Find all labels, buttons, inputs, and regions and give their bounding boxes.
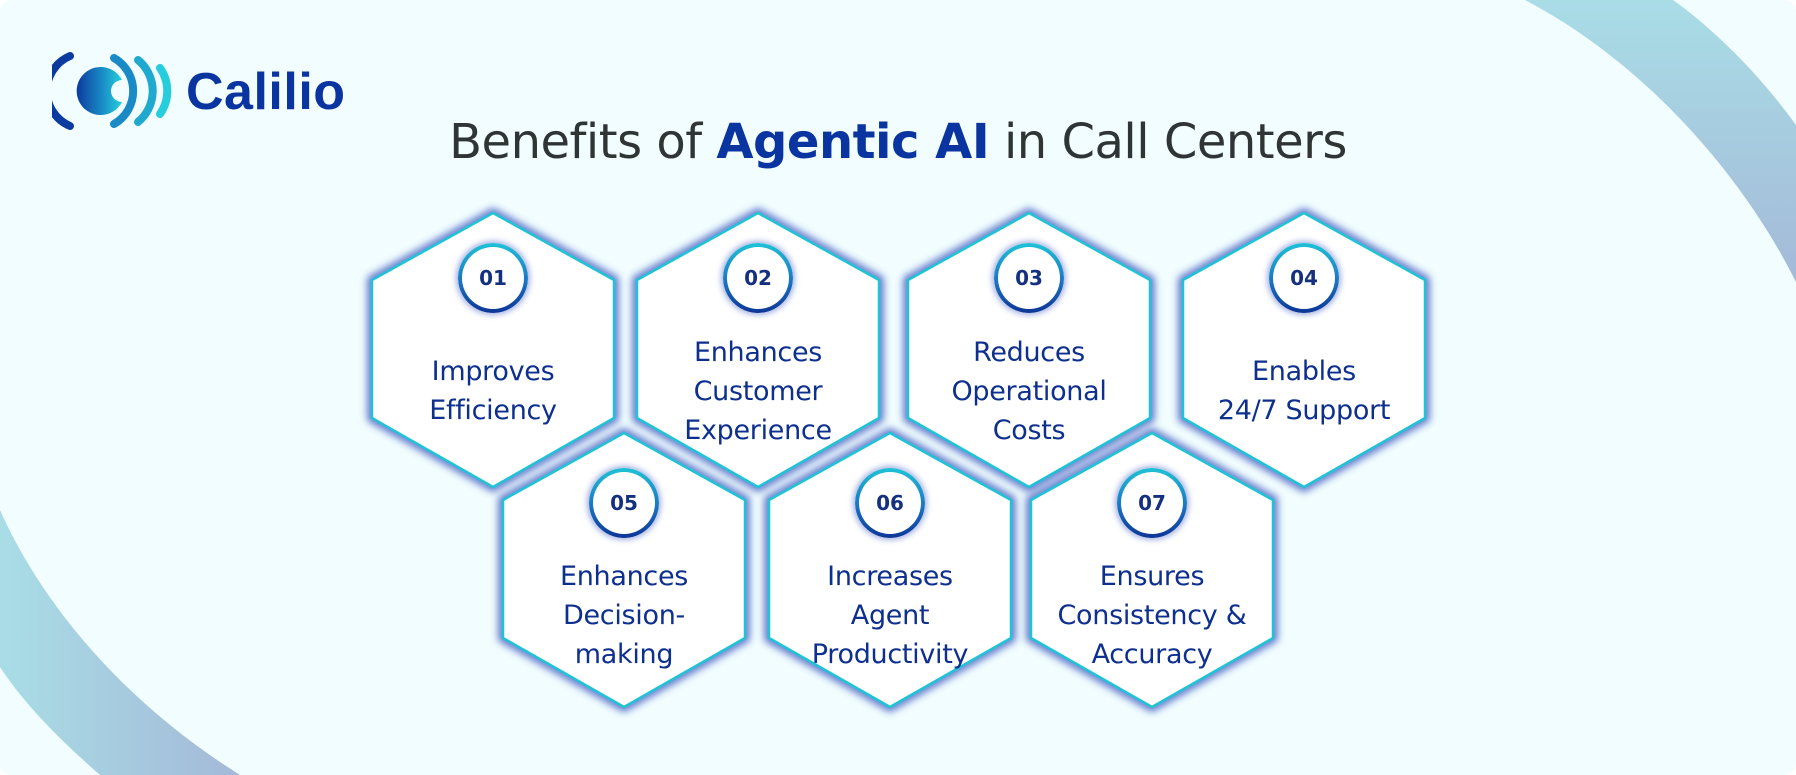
benefit-label: Improves Efficiency xyxy=(429,356,557,426)
benefit-card-04: 04 Enables 24/7 Support xyxy=(1178,207,1430,493)
brand-name: Calilio xyxy=(186,63,346,121)
number-badge: 06 xyxy=(855,468,925,538)
page-title: Benefits of Agentic AI in Call Centers xyxy=(0,112,1796,172)
benefit-number: 02 xyxy=(744,266,772,290)
number-badge: 03 xyxy=(994,243,1064,313)
title-highlight: Agentic AI xyxy=(716,114,990,170)
number-badge: 04 xyxy=(1269,243,1339,313)
benefit-number: 03 xyxy=(1015,266,1043,290)
hexagon-shape xyxy=(764,427,1016,713)
title-prefix: Benefits of xyxy=(449,114,717,170)
benefit-label: Reduces Operational Costs xyxy=(951,336,1107,446)
benefit-number: 05 xyxy=(610,491,638,515)
hexagon-shape xyxy=(1178,207,1430,493)
hexagon-shape xyxy=(632,207,884,493)
hexagon-shape xyxy=(903,207,1155,493)
benefit-label: Enhances Decision- making xyxy=(559,560,689,670)
benefit-card-05: 05 Enhances Decision- making xyxy=(498,427,750,713)
benefit-label: Enables 24/7 Support xyxy=(1217,356,1391,426)
number-badge: 07 xyxy=(1117,468,1187,538)
benefit-card-06: 06 Increases Agent Productivity xyxy=(764,427,1016,713)
calilio-logo-icon xyxy=(52,52,172,130)
benefit-card-02: 02 Enhances Customer Experience xyxy=(632,207,884,493)
benefit-card-07: 07 Ensures Consistency & Accuracy xyxy=(1026,427,1278,713)
hexagon-shape xyxy=(367,207,619,493)
title-suffix: in Call Centers xyxy=(989,114,1347,170)
hexagon-shape xyxy=(498,427,750,713)
benefit-number: 04 xyxy=(1290,266,1318,290)
benefit-label: Enhances Customer Experience xyxy=(684,336,832,446)
benefit-number: 06 xyxy=(876,491,904,515)
benefit-card-01: 01 Improves Efficiency xyxy=(367,207,619,493)
benefit-card-03: 03 Reduces Operational Costs xyxy=(903,207,1155,493)
benefit-label: Increases Agent Productivity xyxy=(811,560,969,670)
number-badge: 05 xyxy=(589,468,659,538)
number-badge: 01 xyxy=(458,243,528,313)
hexagon-shape xyxy=(1026,427,1278,713)
benefit-number: 07 xyxy=(1138,491,1166,515)
benefit-number: 01 xyxy=(479,266,507,290)
benefit-label: Ensures Consistency & Accuracy xyxy=(1057,560,1247,670)
number-badge: 02 xyxy=(723,243,793,313)
